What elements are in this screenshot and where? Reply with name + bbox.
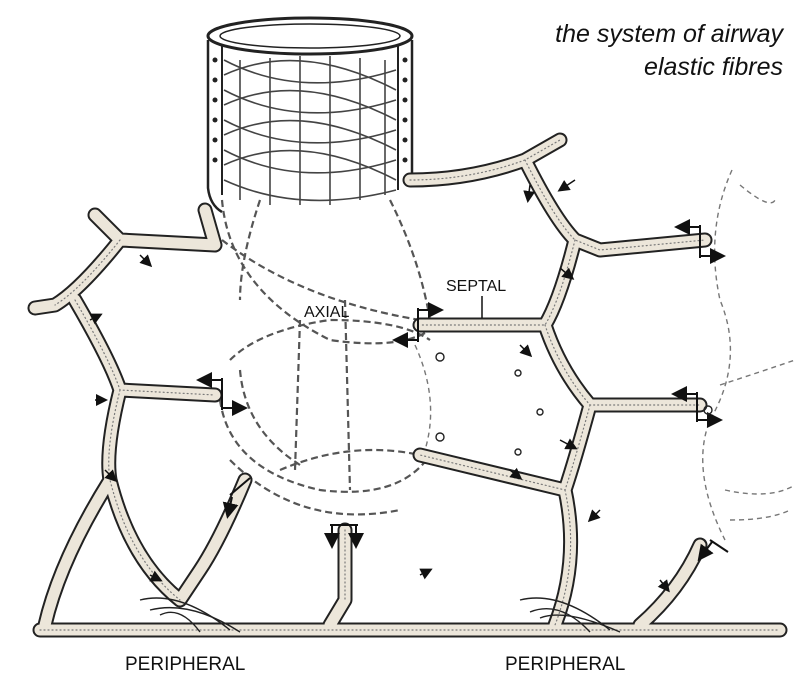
airway-tube-left-wall	[208, 40, 222, 212]
airway-tube	[208, 18, 412, 212]
axial-fibre-network	[220, 200, 431, 514]
label-peripheral-right: PERIPHERAL	[505, 654, 625, 675]
peripheral-dashed-boundary	[703, 170, 795, 540]
label-axial: AXIAL	[304, 304, 349, 321]
label-septal: SEPTAL	[446, 278, 506, 295]
label-peripheral-left: PERIPHERAL	[125, 654, 245, 675]
figure-caption: the system of airway elastic fibres	[453, 18, 783, 84]
airway-helical-fibres	[224, 56, 396, 205]
airway-wall-dots	[213, 58, 408, 163]
caption-line-1: the system of airway	[453, 18, 783, 51]
caption-line-2: elastic fibres	[453, 51, 783, 84]
alveolar-walls	[35, 140, 780, 632]
